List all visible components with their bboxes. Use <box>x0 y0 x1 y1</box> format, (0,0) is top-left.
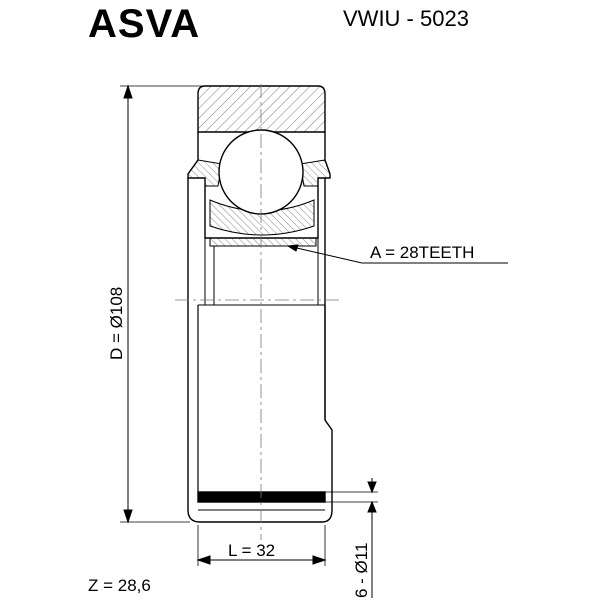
length-label: L = 32 <box>228 541 275 560</box>
brand-logo: ASVA <box>88 2 201 46</box>
cage-hatch-left <box>187 159 223 187</box>
teeth-leader <box>286 244 508 264</box>
dimension-groove <box>325 478 378 598</box>
outer-shell <box>187 178 333 523</box>
cv-joint-body <box>187 85 333 523</box>
groove-label: 6 - Ø11 <box>352 543 371 598</box>
dimension-diameter <box>120 84 205 524</box>
z-label: Z = 28,6 <box>88 576 151 595</box>
housing-top <box>197 85 326 133</box>
base-groove <box>197 491 326 503</box>
dimension-length <box>196 525 327 566</box>
diameter-label: D = Ø108 <box>107 287 126 360</box>
part-number: VWIU - 5023 <box>343 6 469 31</box>
teeth-label: A = 28TEETH <box>370 243 474 262</box>
spline-band <box>209 237 317 247</box>
